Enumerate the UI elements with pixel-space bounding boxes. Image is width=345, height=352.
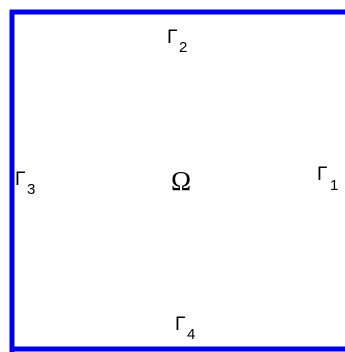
domain-boundary (9, 9, 345, 352)
boundary-label-gamma-2: Γ 2 (167, 27, 187, 56)
boundary-label-gamma-1: Γ 1 (317, 164, 338, 194)
boundary-label-subscript: 4 (187, 326, 195, 343)
boundary-label-symbol: Γ (317, 164, 327, 185)
domain-label: Ω (171, 166, 191, 196)
boundary-label-symbol: Γ (167, 27, 177, 48)
boundary-label-gamma-3: Γ 3 (15, 169, 35, 198)
boundary-label-gamma-4: Γ 4 (175, 314, 195, 343)
boundary-label-symbol: Γ (15, 169, 25, 190)
boundary-label-subscript: 1 (330, 177, 338, 194)
boundary-label-subscript: 2 (179, 39, 187, 56)
boundary-label-symbol: Γ (175, 314, 185, 335)
boundary-label-subscript: 3 (27, 181, 35, 198)
